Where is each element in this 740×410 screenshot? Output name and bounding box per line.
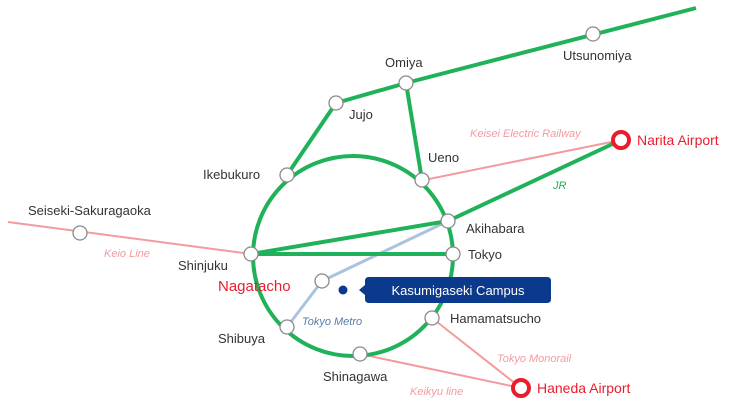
station-seiseki[interactable]: [72, 225, 88, 241]
jr-track-chuo: [250, 219, 449, 256]
campus-label: Kasumigaseki Campus: [392, 283, 525, 298]
label-shibuya: Shibuya: [218, 331, 266, 346]
stations: [72, 26, 601, 362]
station-jujo[interactable]: [328, 95, 344, 111]
haneda-airport-marker[interactable]: [511, 378, 531, 398]
metro-line-label: Tokyo Metro: [302, 316, 362, 328]
station-tokyo[interactable]: [445, 246, 461, 262]
jr-track-narita: [447, 138, 622, 223]
metro-lines: [285, 219, 449, 328]
keio-line-label: Keio Line: [104, 248, 150, 260]
station-shinagawa[interactable]: [352, 346, 368, 362]
keisei-line-label: Keisei Electric Railway: [470, 128, 582, 140]
jr-track-ikebukuro-jujo: [285, 101, 338, 177]
station-ueno[interactable]: [414, 172, 430, 188]
airport-markers: [511, 130, 631, 398]
label-shinagawa: Shinagawa: [323, 369, 388, 384]
station-ikebukuro[interactable]: [279, 167, 295, 183]
haneda-airport-label: Haneda Airport: [537, 380, 631, 396]
narita-airport-marker[interactable]: [611, 130, 631, 150]
campus-callout[interactable]: [359, 277, 551, 303]
label-shinjuku: Shinjuku: [178, 258, 228, 273]
keisei-line-track: [423, 139, 622, 181]
jr-track-tohoku: [405, 6, 697, 85]
monorail-track: [431, 317, 522, 389]
keio-line-track: [7, 221, 252, 255]
label-utsunomiya: Utsunomiya: [563, 48, 632, 63]
label-hamamatsucho: Hamamatsucho: [450, 311, 541, 326]
metro-track-b: [285, 280, 324, 328]
label-nagatacho: Nagatacho: [218, 278, 291, 295]
station-shinjuku[interactable]: [243, 246, 259, 262]
metro-track-a: [321, 219, 449, 283]
campus-location-dot: [338, 285, 348, 295]
label-ikebukuro: Ikebukuro: [203, 167, 260, 182]
jr-track-omiya-ueno: [404, 82, 424, 181]
station-utsunomiya[interactable]: [585, 26, 601, 42]
station-nagatacho[interactable]: [314, 273, 330, 289]
jr-track-jujo-omiya: [335, 81, 407, 105]
keikyu-line-track: [359, 353, 522, 389]
station-omiya[interactable]: [398, 75, 414, 91]
label-seiseki: Seiseki-Sakuragaoka: [28, 203, 152, 218]
keikyu-line-label: Keikyu line: [410, 386, 463, 398]
label-akihabara: Akihabara: [466, 221, 525, 236]
pink-lines: [7, 139, 622, 389]
label-tokyo: Tokyo: [468, 247, 502, 262]
monorail-line-label: Tokyo Monorail: [497, 353, 572, 365]
station-shibuya[interactable]: [279, 319, 295, 335]
label-omiya: Omiya: [385, 55, 423, 70]
station-akihabara[interactable]: [440, 213, 456, 229]
jr-line-label: JR: [552, 180, 567, 192]
narita-airport-label: Narita Airport: [637, 132, 719, 148]
label-ueno: Ueno: [428, 150, 459, 165]
label-jujo: Jujo: [349, 107, 373, 122]
station-hamamatsucho[interactable]: [424, 310, 440, 326]
